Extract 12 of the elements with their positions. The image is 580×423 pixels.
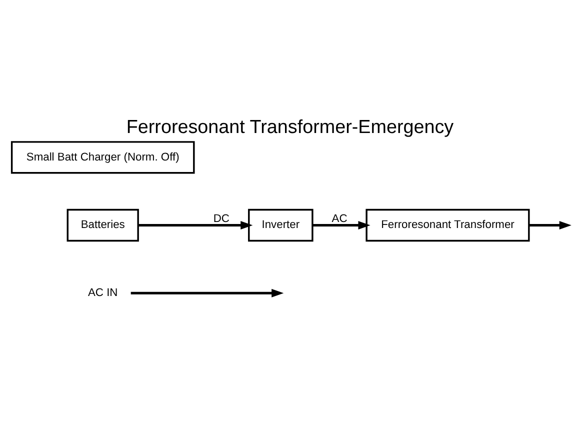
- arrow: [528, 221, 572, 230]
- node-text: AC IN: [88, 287, 118, 300]
- node-box: Small Batt Charger (Norm. Off): [10, 141, 195, 174]
- node-box: Ferroresonant Transformer: [366, 208, 530, 242]
- diagram-title: Ferroresonant Transformer-Emergency: [126, 116, 454, 138]
- node-box: Batteries: [66, 208, 139, 242]
- node-box: Inverter: [248, 208, 314, 242]
- arrow: [312, 221, 370, 230]
- edge-label: DC: [213, 213, 230, 226]
- arrow: [138, 221, 253, 230]
- arrow: [130, 288, 284, 298]
- edge-label: AC: [332, 213, 348, 226]
